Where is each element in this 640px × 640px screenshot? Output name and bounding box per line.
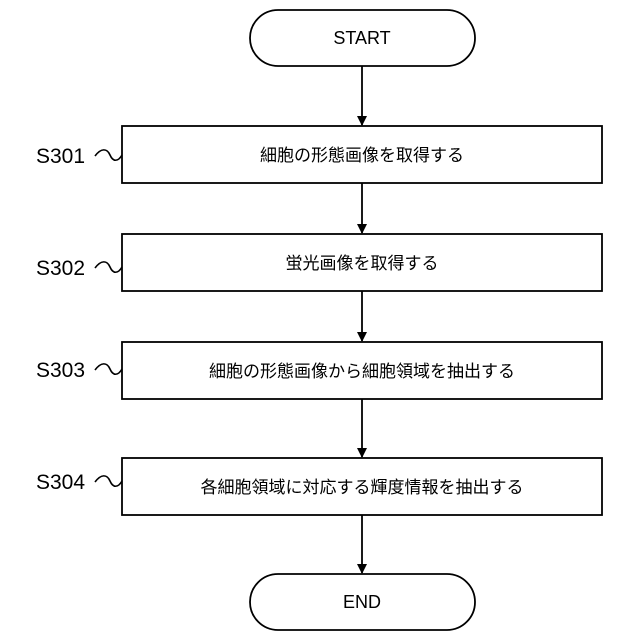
step-s303: 細胞の形態画像から細胞領域を抽出する S303 (36, 342, 602, 399)
step-s302-text: 蛍光画像を取得する (286, 254, 439, 274)
step-s303-text: 細胞の形態画像から細胞領域を抽出する (209, 362, 515, 382)
step-s303-leader (95, 364, 122, 374)
start-label: START (333, 28, 390, 48)
step-s301-id: S301 (36, 145, 85, 168)
step-s302-id: S302 (36, 257, 85, 280)
step-s304-id: S304 (36, 471, 85, 494)
step-s301-text: 細胞の形態画像を取得する (260, 146, 464, 166)
step-s304-text: 各細胞領域に対応する輝度情報を抽出する (201, 478, 524, 498)
step-s304-leader (95, 476, 122, 486)
step-s303-id: S303 (36, 359, 85, 382)
step-s301: 細胞の形態画像を取得する S301 (36, 126, 602, 183)
step-s302: 蛍光画像を取得する S302 (36, 234, 602, 291)
step-s301-leader (95, 150, 122, 160)
end-label: END (343, 592, 381, 612)
start-terminal: START (250, 10, 475, 66)
step-s304: 各細胞領域に対応する輝度情報を抽出する S304 (36, 458, 602, 515)
step-s302-leader (95, 262, 122, 272)
end-terminal: END (250, 574, 475, 630)
